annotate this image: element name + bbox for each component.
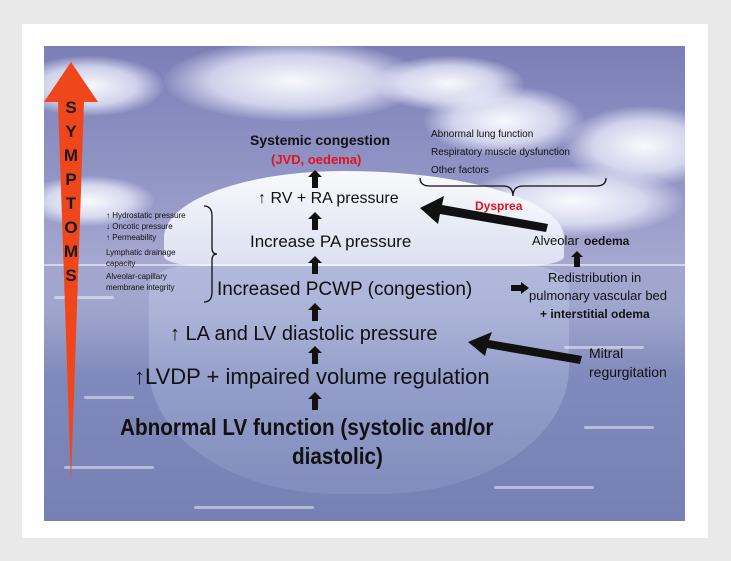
regurgitation-label: regurgitation bbox=[589, 364, 667, 380]
up-arrow-icon bbox=[308, 212, 322, 230]
lymphatic-capacity-label: capacity bbox=[106, 259, 136, 268]
redistribution-label: Redistribution in bbox=[548, 270, 642, 285]
jvd-oedema-label: (JVD, oedema) bbox=[271, 152, 362, 167]
lvdp-label: ↑LVDP + impaired volume regulation bbox=[134, 364, 490, 389]
permeability-label: ↑ Permeability bbox=[106, 233, 157, 242]
up-arrow-icon bbox=[308, 303, 322, 321]
pcwp-label: Increased PCWP (congestion) bbox=[217, 279, 473, 300]
abnormal-lv-label: Abnormal LV function (systolic and/or bbox=[120, 414, 494, 440]
symptoms-letter: M bbox=[63, 242, 79, 261]
lung-brace bbox=[419, 177, 607, 197]
respiratory-muscle-label: Respiratory muscle dysfunction bbox=[431, 147, 570, 158]
wave bbox=[64, 466, 154, 469]
factors-bracket bbox=[203, 205, 218, 303]
abnormal-lv-label-line2: diastolic) bbox=[292, 443, 383, 469]
pulmonary-bed-label: pulmonary vascular bed bbox=[529, 288, 668, 303]
systemic-congestion-label: Systemic congestion bbox=[250, 132, 391, 148]
symptoms-letter: O bbox=[64, 218, 78, 237]
wave bbox=[494, 486, 594, 489]
pa-pressure-label: Increase PA pressure bbox=[250, 232, 412, 251]
mitral-label: Mitral bbox=[589, 345, 624, 361]
wave bbox=[54, 296, 114, 299]
symptoms-arrow bbox=[44, 62, 98, 482]
other-factors-label: Other factors bbox=[431, 165, 489, 176]
rv-ra-pressure-label: ↑ RV + RA pressure bbox=[258, 190, 399, 207]
wave bbox=[564, 346, 644, 349]
dyspnea-label: Dysprea bbox=[475, 199, 523, 213]
symptoms-letter: S bbox=[65, 266, 77, 285]
symptoms-letter: S bbox=[65, 98, 77, 117]
iceberg-scene bbox=[44, 46, 685, 521]
water-line bbox=[44, 264, 685, 266]
cloud bbox=[424, 86, 584, 156]
symptoms-letter: T bbox=[65, 194, 77, 213]
alveolar-label: Alveolar bbox=[532, 233, 579, 248]
membrane-integrity-label: membrane integrity bbox=[106, 283, 175, 292]
symptoms-letter: M bbox=[63, 146, 79, 165]
up-arrow-icon bbox=[571, 251, 583, 267]
iceberg-underwater bbox=[149, 264, 569, 494]
la-lv-diastolic-label: ↑ LA and LV diastolic pressure bbox=[170, 323, 438, 345]
interstitial-oedema-label: + interstitial odema bbox=[540, 307, 650, 321]
right-arrow-icon bbox=[511, 282, 529, 294]
symptoms-letter: P bbox=[65, 170, 77, 189]
oncotic-pressure-label: ↓ Oncotic pressure bbox=[106, 222, 173, 231]
symptoms-letter: Y bbox=[65, 122, 77, 141]
wave bbox=[194, 506, 314, 509]
dyspnea-arrow bbox=[420, 196, 548, 232]
abnormal-lung-function-label: Abnormal lung function bbox=[431, 129, 534, 140]
wave bbox=[84, 396, 134, 399]
lymphatic-drainage-label: Lymphatic drainage bbox=[106, 248, 176, 257]
up-arrow-icon bbox=[308, 346, 322, 364]
alveolar-oedema-label: oedema bbox=[584, 234, 630, 248]
up-arrow-icon bbox=[308, 392, 322, 410]
alveolar-capillary-label: Alveolar-capillary bbox=[106, 272, 167, 281]
wave bbox=[584, 426, 654, 429]
hydrostatic-pressure-label: ↑ Hydrostatic pressure bbox=[106, 211, 186, 220]
up-arrow-icon bbox=[308, 170, 322, 188]
mitral-arrow bbox=[468, 332, 582, 364]
up-arrow-icon bbox=[308, 256, 322, 274]
